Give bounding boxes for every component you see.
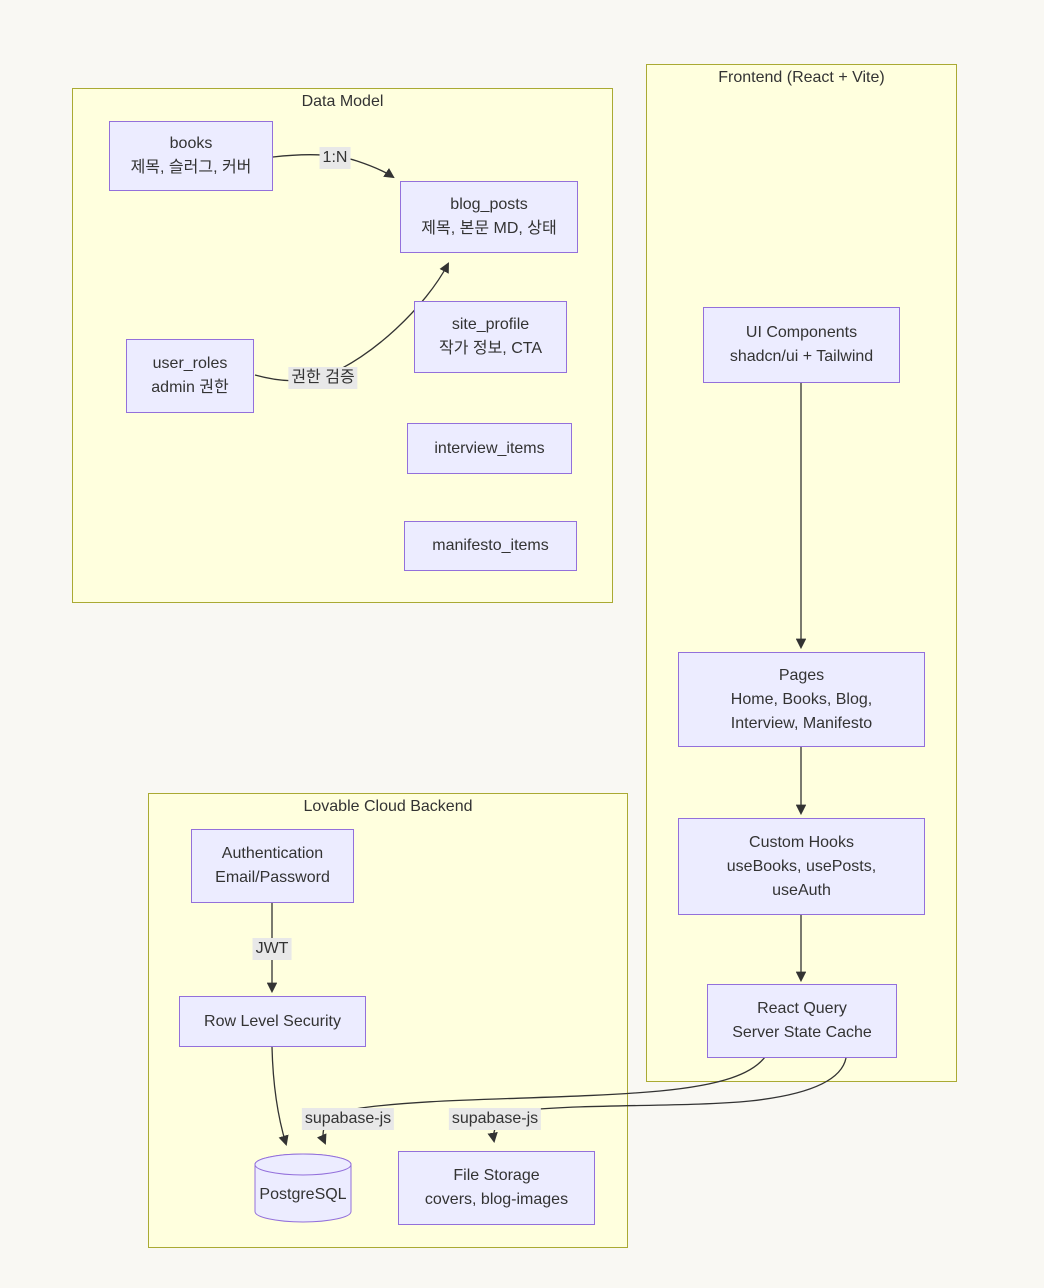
node-authentication-title: Authentication: [221, 845, 324, 862]
cluster-frontend: Frontend (React + Vite): [646, 64, 957, 1082]
edge-label-1n: 1:N: [319, 147, 351, 169]
node-custom-hooks-subtitle2: useAuth: [772, 881, 831, 899]
node-blog-posts-subtitle: 제목, 본문 MD, 상태: [421, 220, 557, 237]
node-user-roles-title: user_roles: [152, 355, 228, 372]
node-interview-items-title: interview_items: [434, 439, 545, 457]
database-cylinder-icon: [254, 1153, 352, 1223]
node-pages: Pages Home, Books, Blog, Interview, Mani…: [678, 652, 925, 747]
node-blog-posts-title: blog_posts: [450, 196, 528, 213]
edge-label-supabase-js-storage: supabase-js: [448, 1108, 542, 1130]
node-authentication-subtitle: Email/Password: [215, 869, 330, 886]
node-react-query: React Query Server State Cache: [707, 984, 897, 1058]
node-books-title: books: [169, 135, 213, 152]
node-pages-title: Pages: [778, 666, 825, 684]
edge-label-jwt: JWT: [252, 938, 292, 960]
node-custom-hooks-title: Custom Hooks: [749, 833, 854, 851]
node-blog-posts: blog_posts 제목, 본문 MD, 상태: [400, 181, 578, 253]
node-manifesto-items-title: manifesto_items: [432, 537, 549, 554]
cluster-title-data-model: Data Model: [301, 93, 384, 110]
node-file-storage-title: File Storage: [453, 1167, 540, 1184]
node-ui-components-title: UI Components: [745, 324, 858, 341]
edge-label-supabase-js-db: supabase-js: [301, 1108, 395, 1130]
node-custom-hooks: Custom Hooks useBooks, usePosts, useAuth: [678, 818, 925, 915]
node-authentication: Authentication Email/Password: [191, 829, 354, 903]
node-file-storage: File Storage covers, blog-images: [398, 1151, 595, 1225]
node-pages-subtitle: Home, Books, Blog,: [730, 690, 873, 708]
node-manifesto-items: manifesto_items: [404, 521, 577, 571]
cluster-title-frontend: Frontend (React + Vite): [718, 69, 885, 86]
node-user-roles-subtitle: admin 권한: [151, 379, 229, 396]
node-ui-components: UI Components shadcn/ui + Tailwind: [703, 307, 900, 383]
node-books-subtitle: 제목, 슬러그, 커버: [130, 159, 252, 176]
node-custom-hooks-subtitle: useBooks, usePosts,: [726, 857, 877, 875]
cluster-title-backend: Lovable Cloud Backend: [303, 798, 473, 815]
node-ui-components-subtitle: shadcn/ui + Tailwind: [729, 348, 874, 365]
node-site-profile-subtitle: 작가 정보, CTA: [438, 340, 543, 357]
node-site-profile: site_profile 작가 정보, CTA: [414, 301, 567, 373]
node-user-roles: user_roles admin 권한: [126, 339, 254, 413]
node-react-query-title: React Query: [757, 1000, 847, 1017]
node-books: books 제목, 슬러그, 커버: [109, 121, 273, 191]
node-react-query-subtitle: Server State Cache: [732, 1024, 872, 1041]
node-postgresql: PostgreSQL: [254, 1153, 352, 1223]
node-file-storage-subtitle: covers, blog-images: [424, 1191, 569, 1208]
node-row-level-security: Row Level Security: [179, 996, 366, 1047]
node-pages-subtitle2: Interview, Manifesto: [730, 714, 873, 732]
node-site-profile-title: site_profile: [451, 316, 530, 333]
edge-label-auth-check: 권한 검증: [288, 367, 358, 389]
node-interview-items: interview_items: [407, 423, 572, 474]
node-row-level-security-title: Row Level Security: [204, 1012, 341, 1030]
node-postgresql-title: PostgreSQL: [259, 1186, 347, 1203]
